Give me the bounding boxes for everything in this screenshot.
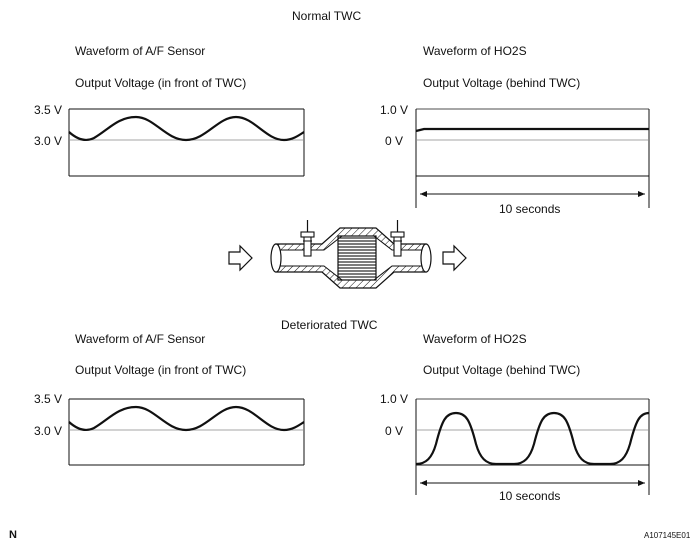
deteriorated-ho2s-ylabel-high: 1.0 V	[380, 392, 409, 406]
flow-in-arrow	[228, 244, 253, 272]
footer-mark: N	[9, 529, 17, 541]
deteriorated-ho2s-ylabel-low: 0 V	[385, 424, 404, 438]
deteriorated-af-ylabel-high: 3.5 V	[34, 392, 63, 406]
normal-ho2s-subtitle: Output Voltage (behind TWC)	[423, 76, 581, 90]
deteriorated-ho2s-duration: 10 seconds	[499, 489, 561, 503]
deteriorated-ho2s-title: Waveform of HO2S	[423, 332, 527, 346]
normal-ho2s-ylabel-high: 1.0 V	[380, 103, 409, 117]
normal-af-subtitle: Output Voltage (in front of TWC)	[75, 76, 247, 90]
normal-ho2s-waveform	[415, 127, 649, 133]
normal-af-ylabel-high: 3.5 V	[34, 103, 63, 117]
deteriorated-af-ylabel-low: 3.0 V	[34, 424, 63, 438]
normal-af-title: Waveform of A/F Sensor	[75, 44, 206, 58]
catalytic-converter-diagram	[228, 220, 467, 289]
deteriorated-ho2s-panel	[415, 398, 650, 495]
normal-ho2s-panel	[415, 108, 650, 208]
deteriorated-ho2s-subtitle: Output Voltage (behind TWC)	[423, 363, 581, 377]
deteriorated-af-waveform	[68, 405, 305, 432]
normal-af-ylabel-low: 3.0 V	[34, 134, 63, 148]
deteriorated-af-panel	[68, 398, 305, 466]
flow-out-arrow	[442, 244, 467, 272]
normal-af-panel	[68, 108, 305, 177]
deteriorated-af-title: Waveform of A/F Sensor	[75, 332, 206, 346]
normal-af-waveform	[68, 115, 305, 142]
normal-ho2s-title: Waveform of HO2S	[423, 44, 527, 58]
figure-id: A107145E01	[644, 531, 691, 540]
deteriorated-af-subtitle: Output Voltage (in front of TWC)	[75, 363, 247, 377]
deteriorated-twc-heading: Deteriorated TWC	[281, 318, 378, 332]
deteriorated-ho2s-waveform	[415, 411, 650, 466]
normal-ho2s-ylabel-low: 0 V	[385, 134, 404, 148]
af-sensor	[300, 220, 315, 257]
normal-twc-heading: Normal TWC	[292, 9, 362, 23]
catalyst-monolith	[337, 235, 377, 281]
ho2s-sensor	[390, 220, 405, 257]
normal-ho2s-duration: 10 seconds	[499, 202, 561, 216]
